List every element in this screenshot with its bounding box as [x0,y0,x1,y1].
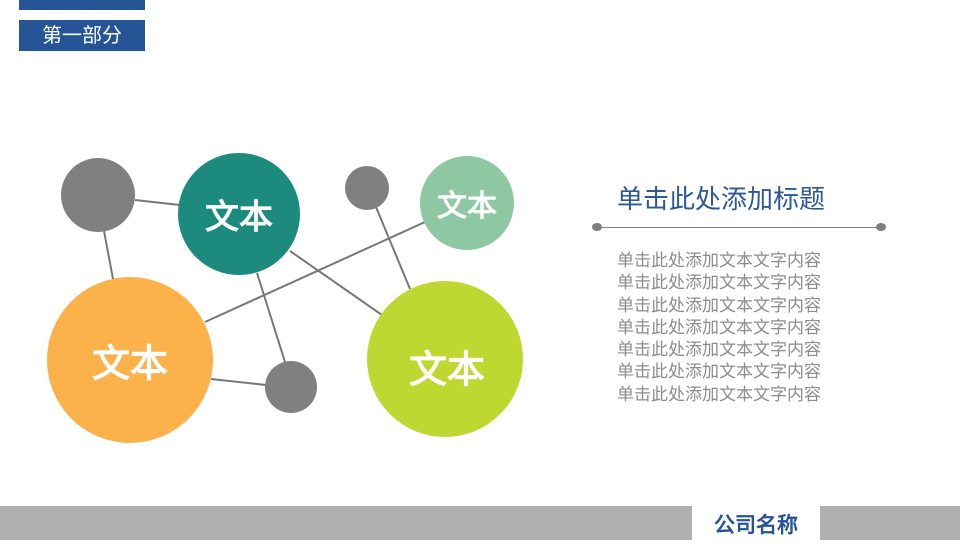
node-gray-top-left [61,158,135,232]
divider-right-dot [876,223,886,231]
section-label: 第一部分 [19,20,145,51]
connector-line [289,250,383,316]
connector-line [103,230,114,280]
connector-line [256,272,286,363]
body-line: 单击此处添加文本文字内容 [617,340,821,361]
connector-line [210,378,267,386]
lime-node-label: 文本 [408,347,486,392]
connector-lines [103,199,426,386]
body-line: 单击此处添加文本文字内容 [617,384,821,405]
footer-company-name: 公司名称 [692,506,820,540]
orange-node-label: 文本 [91,341,169,386]
heading-divider [597,227,884,228]
connector-line [375,206,411,290]
teal-node-label: 文本 [205,197,273,238]
body-line: 单击此处添加文本文字内容 [617,295,821,316]
node-teal [178,153,300,275]
node-orange [47,277,213,443]
body-text: 单击此处添加文本文字内容 单击此处添加文本文字内容 单击此处添加文本文字内容 单… [617,250,821,406]
divider-left-dot [592,223,602,231]
mint-node-label: 文本 [437,189,497,224]
body-line: 单击此处添加文本文字内容 [617,251,821,271]
content-heading: 单击此处添加标题 [617,185,826,215]
node-gray-bottom [265,361,317,413]
body-line: 单击此处添加文本文字内容 [617,317,821,338]
node-mint [420,156,514,250]
node-lime [367,281,523,437]
body-line: 单击此处添加文本文字内容 [617,362,821,383]
top-accent-bar [19,0,145,10]
body-line: 单击此处添加文本文字内容 [617,273,821,294]
node-gray-top-mid [345,166,389,210]
connector-line [134,199,181,206]
